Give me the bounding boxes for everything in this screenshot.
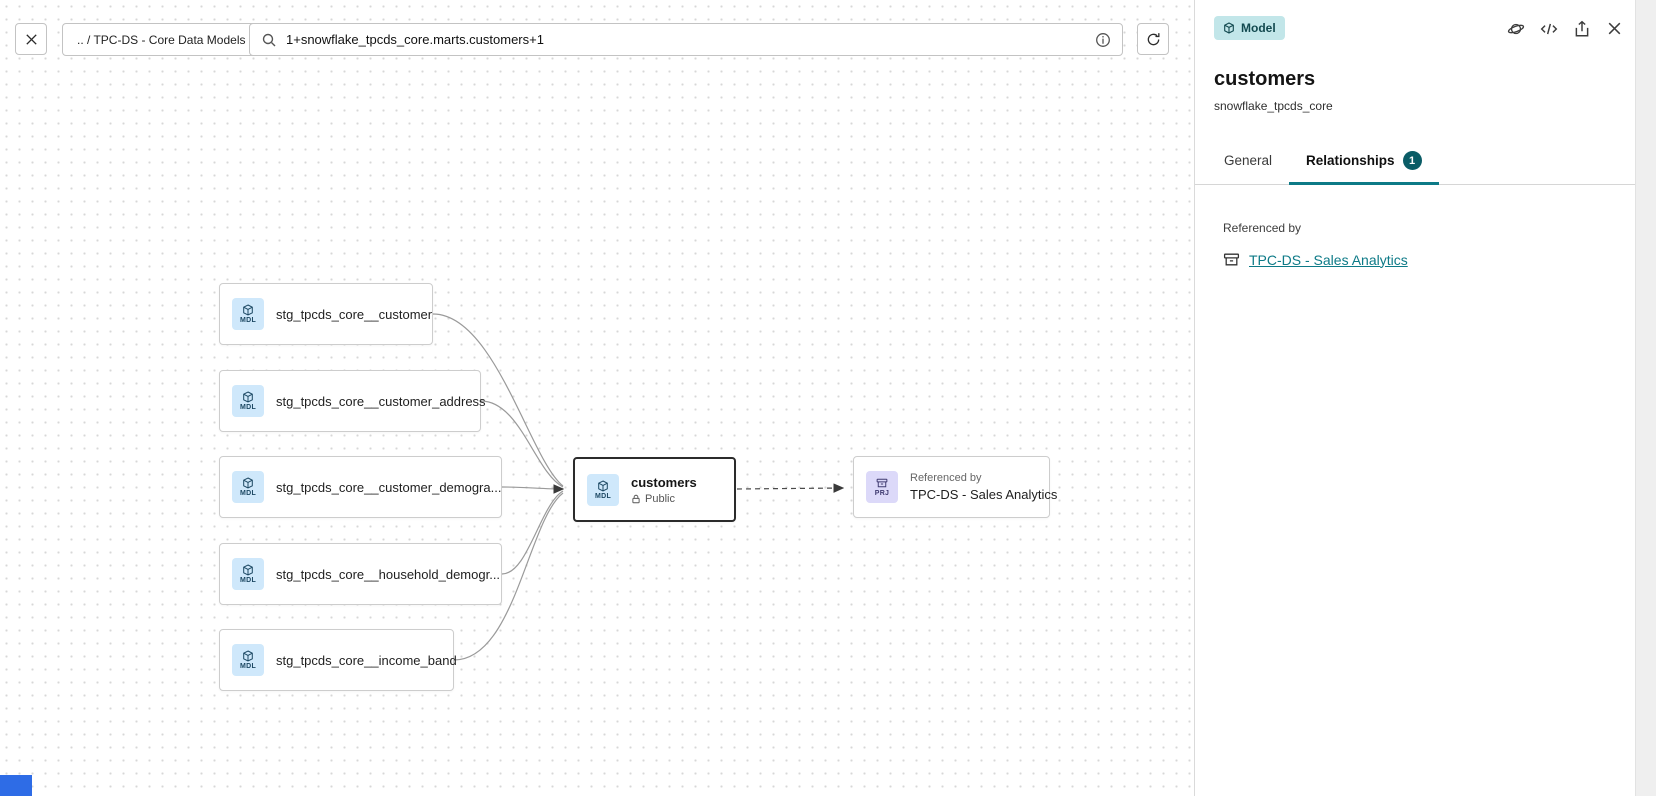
lineage-node-model[interactable]: MDL stg_tpcds_core__customer_demogra... <box>219 456 502 518</box>
cube-icon <box>1223 22 1235 34</box>
cube-icon <box>242 391 254 403</box>
model-type-badge: MDL <box>232 385 264 417</box>
explore-globe-icon <box>1507 20 1525 38</box>
minimap-viewport[interactable] <box>0 775 32 796</box>
refresh-button[interactable] <box>1137 23 1169 55</box>
lineage-edges <box>432 313 845 661</box>
archive-icon <box>1223 251 1240 268</box>
model-type-badge: MDL <box>232 644 264 676</box>
panel-tabs: General Relationships 1 <box>1195 139 1635 185</box>
lineage-search <box>249 23 1123 56</box>
panel-actions <box>1503 16 1627 41</box>
schema-name: snowflake_tpcds_core <box>1214 99 1333 113</box>
close-lineage-button[interactable] <box>15 23 47 55</box>
cube-icon <box>242 650 254 662</box>
lineage-canvas[interactable]: MDL stg_tpcds_core__customer MDL stg_tpc… <box>0 0 1194 796</box>
referenced-by-heading: Referenced by <box>1223 221 1302 235</box>
cube-icon <box>597 479 609 492</box>
lock-icon <box>631 494 641 504</box>
lineage-node-model[interactable]: MDL stg_tpcds_core__customer <box>219 283 433 345</box>
cube-icon <box>242 304 254 316</box>
info-icon[interactable] <box>1095 32 1111 48</box>
scrollbar-track[interactable] <box>1635 0 1656 796</box>
node-title: customers <box>631 474 697 490</box>
model-type-badge: MDL <box>232 558 264 590</box>
cube-icon <box>242 477 254 489</box>
search-icon <box>261 32 277 48</box>
breadcrumb[interactable]: .. / TPC-DS - Core Data Models <box>62 23 261 56</box>
code-button[interactable] <box>1536 16 1561 41</box>
tab-relationships[interactable]: Relationships 1 <box>1289 139 1439 185</box>
tab-general[interactable]: General <box>1224 153 1273 168</box>
referenced-by-link[interactable]: TPC-DS - Sales Analytics <box>1249 251 1408 268</box>
node-access: Public <box>631 493 697 505</box>
referenced-by-item: TPC-DS - Sales Analytics <box>1223 251 1615 268</box>
close-icon <box>24 32 39 47</box>
detail-panel: Model <box>1194 0 1635 796</box>
close-panel-button[interactable] <box>1602 16 1627 41</box>
code-icon <box>1540 20 1558 38</box>
explore-button[interactable] <box>1503 16 1528 41</box>
share-button[interactable] <box>1569 16 1594 41</box>
cube-icon <box>242 564 254 576</box>
lineage-node-model[interactable]: MDL stg_tpcds_core__income_band <box>219 629 457 691</box>
node-title: TPC-DS - Sales Analytics <box>910 487 1058 502</box>
page-title: customers <box>1214 68 1316 90</box>
close-icon <box>1606 20 1623 37</box>
refresh-icon <box>1146 32 1161 47</box>
resource-type-badge: Model <box>1214 16 1285 40</box>
archive-icon <box>876 477 888 489</box>
lineage-node-project[interactable]: PRJ Referenced by TPC-DS - Sales Analyti… <box>853 456 1058 518</box>
model-type-badge: MDL <box>587 473 619 506</box>
share-icon <box>1573 20 1591 38</box>
model-type-badge: MDL <box>232 471 264 503</box>
model-type-badge: MDL <box>232 298 264 330</box>
project-type-badge: PRJ <box>866 471 898 503</box>
search-input[interactable] <box>286 32 1086 47</box>
lineage-node-model[interactable]: MDL stg_tpcds_core__household_demogr... <box>219 543 502 605</box>
relationships-count-badge: 1 <box>1402 151 1422 170</box>
lineage-node-selected[interactable]: MDL customers Public <box>573 457 736 522</box>
panel-header: Model <box>1195 0 1635 113</box>
lineage-node-model[interactable]: MDL stg_tpcds_core__customer_address <box>219 370 486 432</box>
relationships-content: Referenced by TPC-DS - Sales Analytics <box>1195 185 1635 268</box>
node-caption: Referenced by <box>910 472 982 484</box>
